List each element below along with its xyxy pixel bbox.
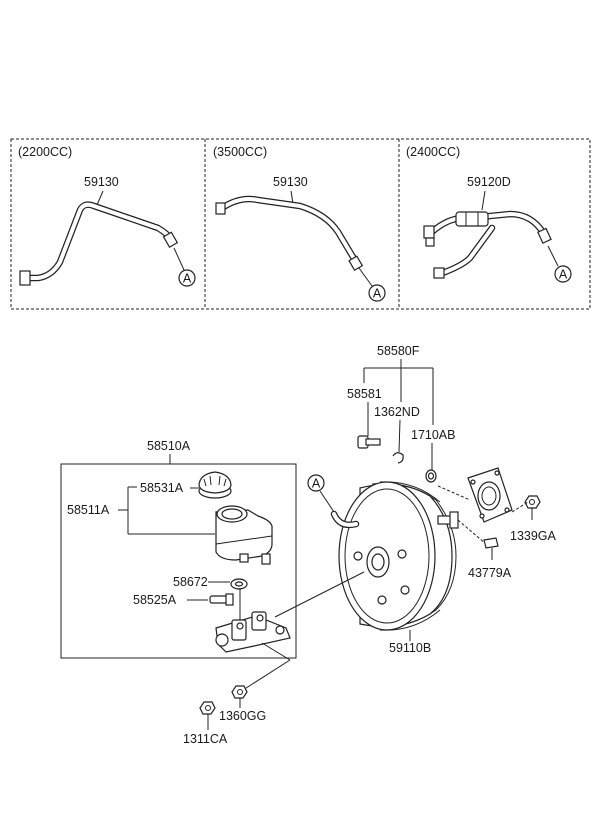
check-valve-group: 58580F 58581 1362ND 1710AB (347, 344, 455, 483)
variant-3500cc-part-label: 59130 (273, 175, 308, 189)
variant-2200cc-title: (2200CC) (18, 145, 72, 159)
label-1360GG: 1360GG (219, 709, 266, 723)
variant-3500cc: (3500CC) 59130 A (213, 145, 386, 302)
vacuum-hose-3500cc (215, 195, 364, 272)
label-58525A: 58525A (133, 593, 177, 607)
label-1339GA: 1339GA (510, 529, 557, 543)
reservoir (215, 505, 273, 565)
connector-a-marker: A (178, 269, 196, 287)
label-58672: 58672 (173, 575, 208, 589)
variant-3500cc-title: (3500CC) (213, 145, 267, 159)
label-43779A: 43779A (468, 566, 512, 580)
label-59110B: 59110B (389, 641, 431, 655)
connector-a-marker: A (368, 284, 386, 302)
nut-1311CA: 1311CA (183, 701, 228, 746)
brake-booster: A 59110B (307, 474, 487, 655)
label-58581: 58581 (347, 387, 382, 401)
variant-2200cc-part-label: 59130 (84, 175, 119, 189)
connector-a-marker: A (307, 474, 325, 492)
hose-clip (392, 452, 404, 464)
hose-variants-panel (10, 138, 591, 310)
vacuum-hose-2400cc (423, 210, 552, 279)
reservoir-seal (230, 578, 248, 590)
mounting-pin (209, 593, 234, 606)
connector-a-label: A (373, 287, 382, 301)
variant-2200cc: (2200CC) 59130 A (18, 145, 196, 287)
grommet (425, 469, 437, 483)
nut-1339GA: 1339GA (510, 495, 557, 543)
master-cylinder-body (215, 588, 291, 653)
master-cylinder-assembly: 58510A 58531A 58511A 58672 5852 (60, 439, 297, 659)
label-58511A: 58511A (67, 503, 110, 517)
label-58580F: 58580F (377, 344, 420, 358)
variant-2400cc-part-label: 59120D (467, 175, 511, 189)
connector-a-label: A (183, 272, 192, 286)
label-58531A: 58531A (140, 481, 184, 495)
booster-gasket (467, 467, 513, 523)
label-1710AB: 1710AB (411, 428, 455, 442)
label-1362ND: 1362ND (374, 405, 420, 419)
check-valve (357, 435, 381, 449)
connector-a-label: A (559, 268, 568, 282)
clevis-pin-43779A: 43779A (468, 537, 512, 580)
label-58510A: 58510A (147, 439, 191, 453)
vacuum-hose-2200cc (19, 201, 179, 286)
connector-a-label: A (312, 477, 321, 491)
connector-a-marker: A (554, 265, 572, 283)
nut-1360GG: 1360GG (219, 685, 266, 723)
variant-2400cc: (2400CC) 59120D A (406, 145, 572, 283)
reservoir-cap (198, 471, 232, 499)
label-1311CA: 1311CA (183, 732, 228, 746)
variant-2400cc-title: (2400CC) (406, 145, 460, 159)
